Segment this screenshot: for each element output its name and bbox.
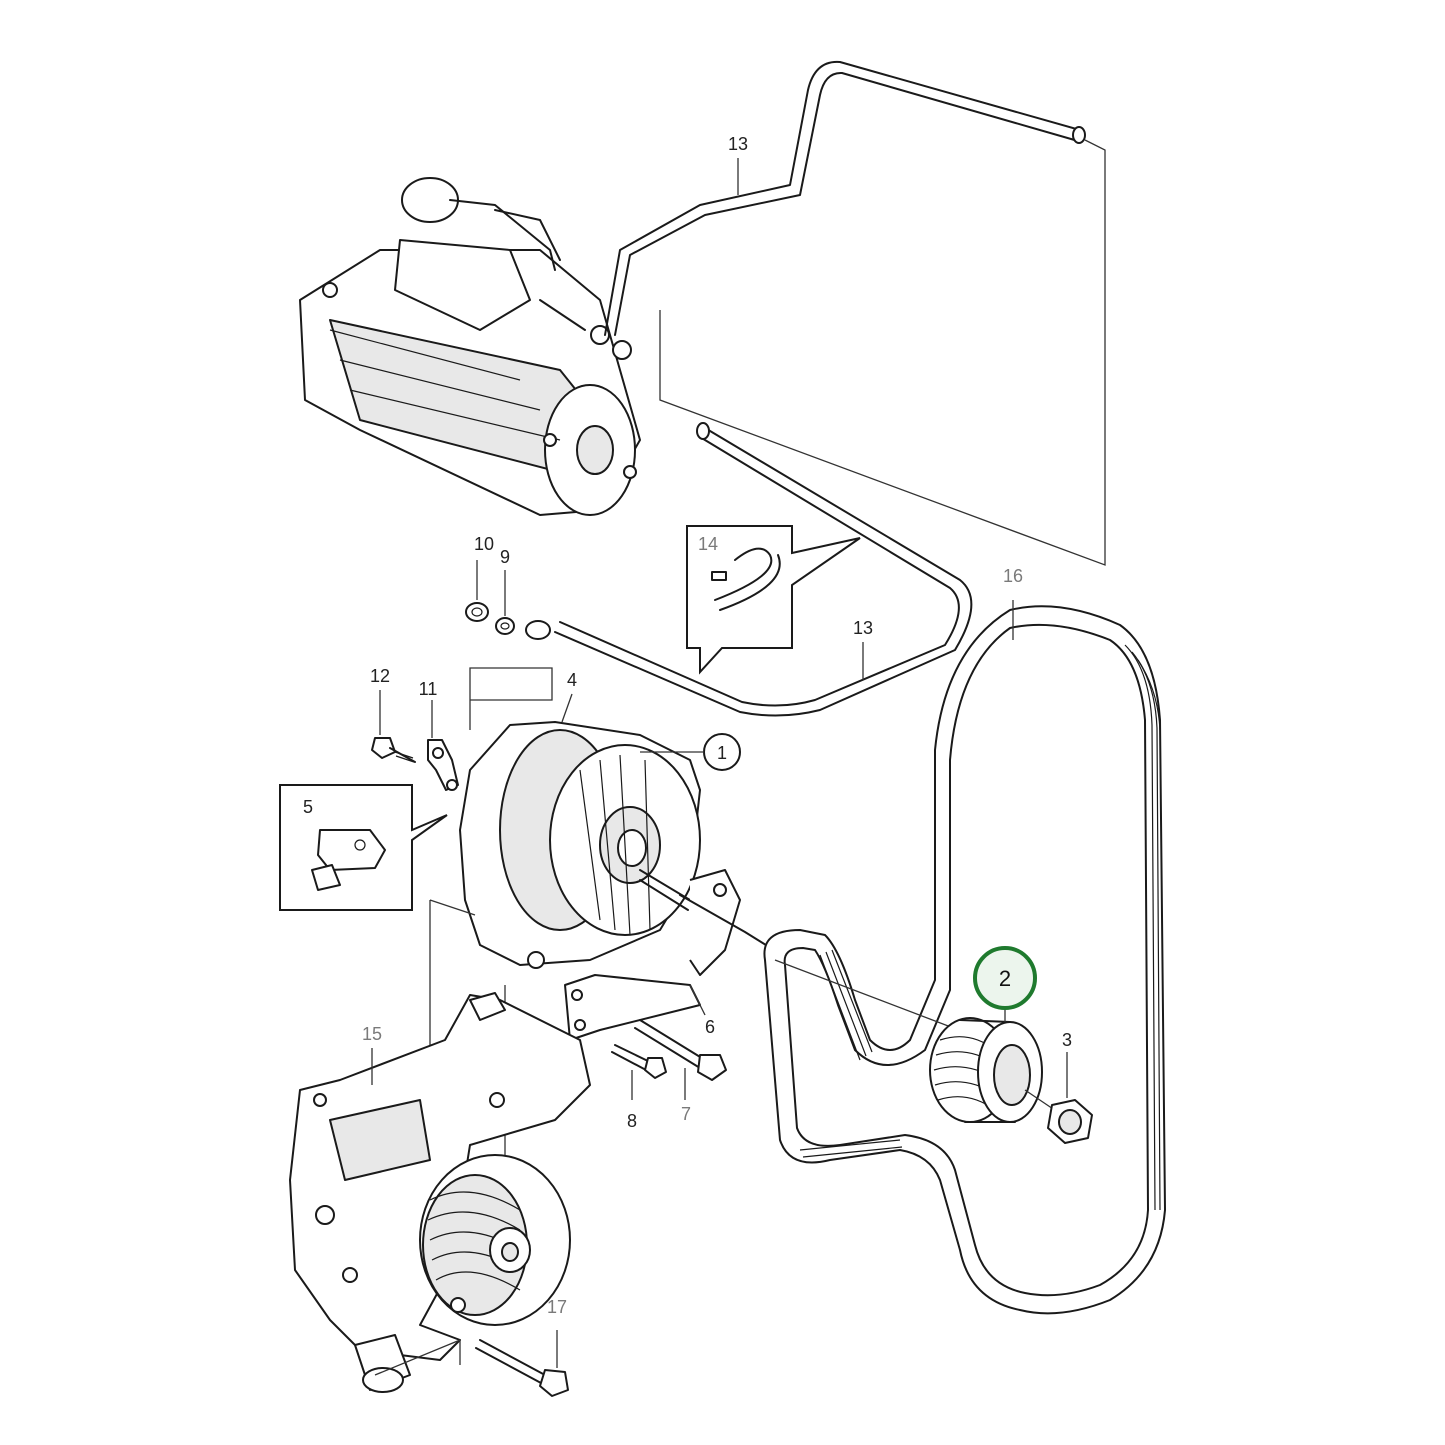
bolt-17	[475, 1330, 569, 1397]
nut-and-washer-9-10	[465, 560, 515, 635]
battery-cable-lower	[525, 422, 973, 717]
callout-7: 7	[681, 1104, 691, 1124]
idler-pulley	[774, 959, 1043, 1123]
callout-10: 10	[474, 534, 494, 554]
callout-3: 3	[1062, 1030, 1072, 1050]
callout-6: 6	[705, 1017, 715, 1037]
alternator	[459, 721, 831, 986]
callout-14: 14	[698, 534, 718, 554]
callout-17: 17	[547, 1297, 567, 1317]
detail-box-5	[279, 784, 448, 911]
callout-1: 1	[717, 743, 727, 763]
callout-2-highlight-circle	[973, 946, 1037, 1010]
callout-2: 2	[999, 966, 1011, 991]
callout-13-upper: 13	[728, 134, 748, 154]
callout-5: 5	[303, 797, 313, 817]
callout-15: 15	[362, 1024, 382, 1044]
bolt-12-and-clamp-11	[371, 667, 553, 791]
callout-8: 8	[627, 1111, 637, 1131]
callout-12: 12	[370, 666, 390, 686]
flange-nut-3	[1024, 1052, 1093, 1144]
callout-16: 16	[1003, 566, 1023, 586]
detail-box-14	[686, 525, 861, 675]
battery-cable-upper	[604, 60, 1106, 566]
starter-motor	[299, 177, 641, 516]
callout-9: 9	[500, 547, 510, 567]
callout-13-lower: 13	[853, 618, 873, 638]
bracket-and-bolts	[429, 899, 727, 1200]
callout-4: 4	[567, 670, 577, 690]
callout-labels: 13 13 14 16 10 9 12 11 4 1 5 6 7 8 15 17…	[303, 134, 1072, 1317]
callout-11: 11	[419, 679, 438, 699]
water-pump	[289, 992, 591, 1393]
